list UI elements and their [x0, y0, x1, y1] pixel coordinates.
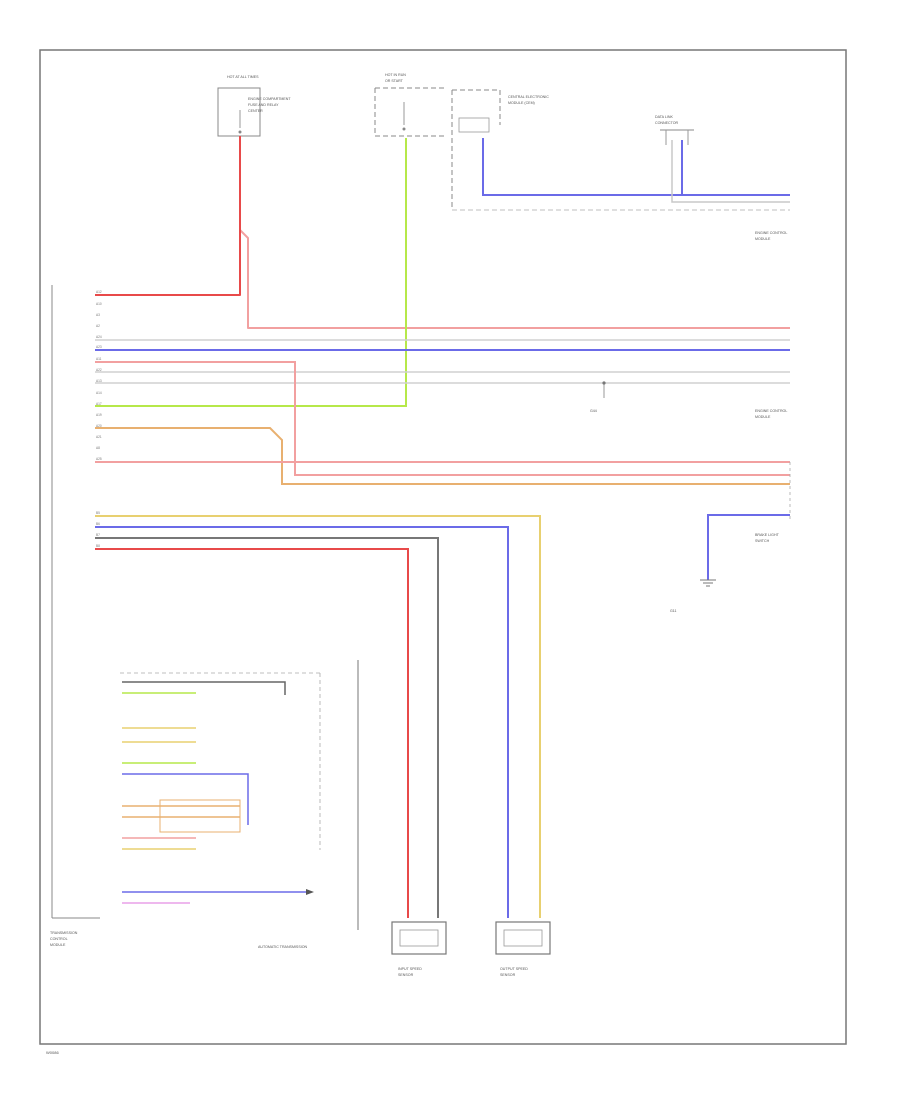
svg-text:G44: G44 [590, 409, 597, 413]
svg-text:MODULE: MODULE [755, 237, 771, 241]
svg-text:SENSOR: SENSOR [398, 973, 414, 977]
svg-text:AUTOMATIC TRANSMISSION: AUTOMATIC TRANSMISSION [258, 945, 308, 949]
svg-text:MODULE: MODULE [755, 415, 771, 419]
tcm-harness-upper [95, 339, 790, 485]
svg-text:B7: B7 [96, 533, 100, 537]
svg-text:MODULE: MODULE [50, 943, 66, 947]
svg-text:A3: A3 [96, 313, 100, 317]
svg-text:A19: A19 [96, 413, 102, 417]
svg-text:A22: A22 [96, 368, 102, 372]
svg-text:CONNECTOR: CONNECTOR [655, 121, 678, 125]
svg-text:A25: A25 [96, 457, 102, 461]
tcm-bracket: TRANSMISSION CONTROL MODULE [50, 285, 100, 947]
wire-blue-ground-right [707, 462, 791, 580]
svg-text:ENGINE CONTROL: ENGINE CONTROL [755, 409, 787, 413]
svg-text:BRAKE LIGHT: BRAKE LIGHT [755, 533, 780, 537]
input-speed-sensor: INPUT SPEED SENSOR [391, 921, 447, 977]
wire-red-b-plus [95, 136, 790, 329]
pin-labels-upper: A12 A10 A3 A2 A24 A23 A11 A22 A13 A14 A1… [96, 290, 102, 461]
svg-text:TRANSMISSION: TRANSMISSION [50, 931, 78, 935]
automatic-transmission-block: AUTOMATIC TRANSMISSION [120, 660, 359, 949]
svg-text:DATA LINK: DATA LINK [655, 115, 673, 119]
svg-text:A14: A14 [96, 391, 102, 395]
svg-text:A17: A17 [96, 402, 102, 406]
fuse-box-center: HOT IN RUN OR START [374, 73, 444, 137]
svg-text:A11: A11 [96, 357, 102, 361]
pin-labels-sensor: B5 B6 B7 B8 [96, 511, 100, 548]
wire-green-ignition [95, 138, 407, 407]
svg-text:A10: A10 [96, 302, 102, 306]
svg-text:OUTPUT SPEED: OUTPUT SPEED [500, 967, 528, 971]
data-link-connector: DATA LINK CONNECTOR [655, 115, 694, 145]
svg-text:ENGINE COMPARTMENT: ENGINE COMPARTMENT [248, 97, 291, 101]
svg-text:CENTRAL ELECTRONIC: CENTRAL ELECTRONIC [508, 95, 549, 99]
svg-text:A13: A13 [96, 379, 102, 383]
ecm-labels: ENGINE CONTROL MODULE ENGINE CONTROL MOD… [590, 231, 787, 613]
svg-text:SWITCH: SWITCH [755, 539, 770, 543]
svg-text:A12: A12 [96, 290, 102, 294]
speed-sensor-harness [95, 515, 541, 918]
output-speed-sensor: OUTPUT SPEED SENSOR [495, 921, 551, 977]
central-electronic-module: CENTRAL ELECTRONIC MODULE (CEM) [451, 89, 790, 211]
svg-text:A24: A24 [96, 335, 102, 339]
svg-text:HOT AT ALL TIMES: HOT AT ALL TIMES [227, 75, 259, 79]
fuse-box-left: HOT AT ALL TIMES ENGINE COMPARTMENT FUSE… [217, 75, 291, 137]
ground-symbol [700, 579, 716, 587]
svg-text:MODULE (CEM): MODULE (CEM) [508, 101, 535, 105]
svg-text:SENSOR: SENSOR [500, 973, 516, 977]
can-bus-blue [482, 138, 790, 203]
svg-text:A20: A20 [96, 424, 102, 428]
svg-text:INPUT SPEED: INPUT SPEED [398, 967, 422, 971]
svg-text:HOT IN RUN: HOT IN RUN [385, 73, 406, 77]
svg-text:CENTER: CENTER [248, 109, 263, 113]
svg-text:A21: A21 [96, 435, 102, 439]
svg-text:B5: B5 [96, 511, 100, 515]
svg-text:A8: A8 [96, 446, 100, 450]
svg-text:FUSE AND RELAY: FUSE AND RELAY [248, 103, 279, 107]
svg-text:OR START: OR START [385, 79, 404, 83]
svg-text:A23: A23 [96, 345, 102, 349]
svg-text:G11: G11 [670, 609, 677, 613]
svg-text:A2: A2 [96, 324, 100, 328]
svg-text:B6: B6 [96, 522, 100, 526]
svg-text:CONTROL: CONTROL [50, 937, 68, 941]
diagram-frame [39, 49, 847, 1045]
figure-code: W0086 [46, 1050, 59, 1055]
svg-text:B8: B8 [96, 544, 100, 548]
svg-text:ENGINE CONTROL: ENGINE CONTROL [755, 231, 787, 235]
